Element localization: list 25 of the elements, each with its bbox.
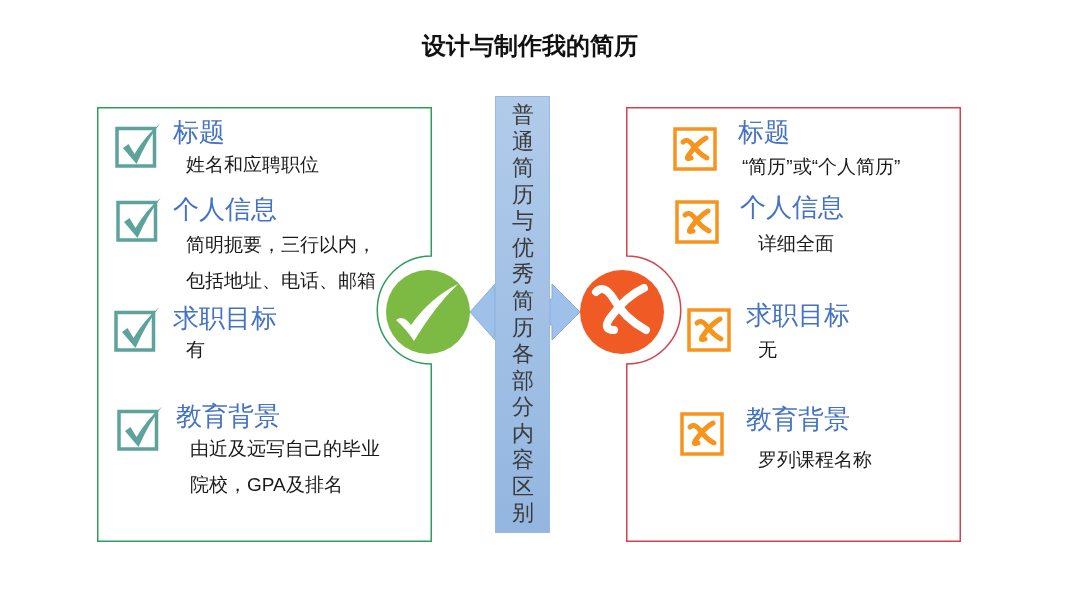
section-text: 有 bbox=[186, 338, 206, 362]
vertical-banner bbox=[495, 96, 550, 533]
section-heading: 教育背景 bbox=[176, 400, 280, 432]
arrow bbox=[469, 283, 496, 341]
section-text: 罗列课程名称 bbox=[758, 448, 873, 472]
section-text: “简历”或“个人简历” bbox=[742, 155, 902, 179]
arrow bbox=[549, 283, 581, 341]
title: 设计与制作我的简历 bbox=[422, 31, 638, 61]
section-heading: 求职目标 bbox=[746, 299, 850, 331]
section-text: 简明扼要，三行以内，包括地址、电话、邮箱 bbox=[186, 233, 377, 293]
section-heading: 求职目标 bbox=[173, 302, 277, 334]
section-text: 由近及远写自己的毕业院校，GPA及排名 bbox=[190, 437, 381, 497]
section-heading: 个人信息 bbox=[740, 191, 844, 223]
comparison-panel bbox=[97, 107, 432, 542]
section-text: 详细全面 bbox=[758, 232, 835, 256]
cross-circle-icon bbox=[580, 270, 664, 354]
section-heading: 标题 bbox=[738, 116, 790, 148]
section-heading: 教育背景 bbox=[746, 403, 850, 435]
section-text: 姓名和应聘职位 bbox=[186, 153, 320, 177]
section-text: 无 bbox=[758, 338, 778, 362]
section-heading: 标题 bbox=[173, 116, 225, 148]
banner-text: 普通简历与优秀简历各部分内容区别 bbox=[511, 102, 534, 527]
section-heading: 个人信息 bbox=[173, 193, 277, 225]
comparison-panel bbox=[626, 107, 961, 542]
check-circle-icon bbox=[386, 270, 470, 354]
